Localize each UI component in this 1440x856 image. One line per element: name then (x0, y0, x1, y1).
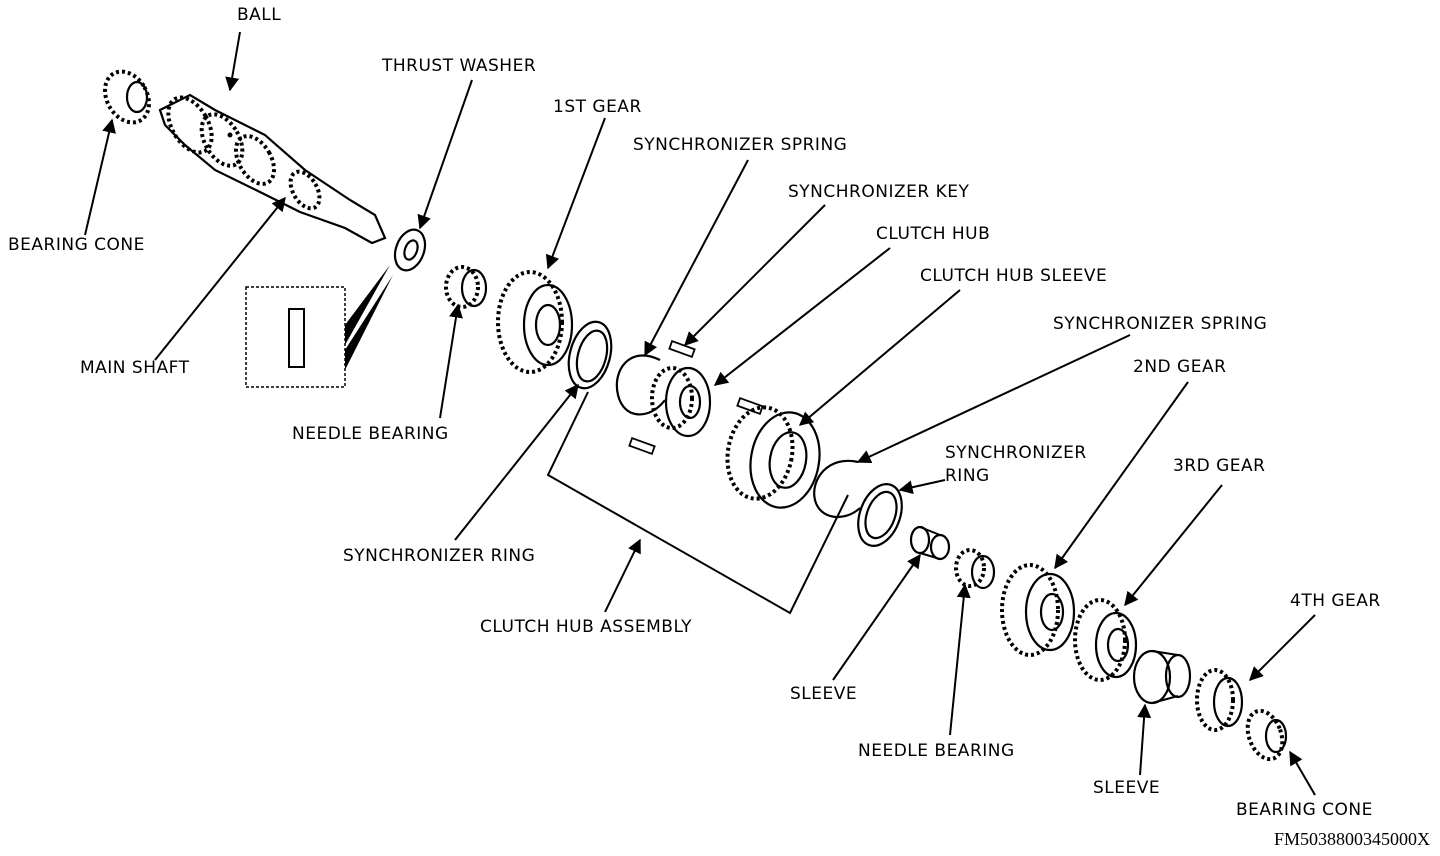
thrust-washer-part (393, 228, 427, 272)
synchronizer-key-part (628, 339, 764, 456)
clutch-hub-sleeve-part (725, 405, 821, 509)
needle-bearing-1-part (444, 265, 488, 309)
sleeve-2-part (1132, 649, 1192, 705)
synchronizer-ring-left-part (567, 320, 613, 390)
label-thrust-washer: THRUST WASHER (382, 56, 537, 76)
needle-bearing-2-part (954, 548, 996, 590)
leader-lines (84, 31, 1316, 796)
figure-id: FM5038800345000X (1273, 829, 1430, 849)
bearing-cone-right-part (1245, 708, 1288, 762)
label-bearing-cone-left: BEARING CONE (8, 235, 145, 255)
label-synchronizer-spring-2: SYNCHRONIZER SPRING (1053, 314, 1268, 334)
key-inset (245, 265, 393, 388)
label-bearing-cone-right: BEARING CONE (1236, 800, 1373, 820)
label-ball: BALL (237, 5, 282, 25)
label-clutch-hub-sleeve: CLUTCH HUB SLEEVE (920, 266, 1108, 286)
synchronizer-spring-1-part (615, 354, 666, 416)
label-synchronizer-spring-1: SYNCHRONIZER SPRING (633, 135, 848, 155)
label-synchronizer-ring-right-line2: RING (945, 466, 990, 486)
synchronizer-ring-right-part (857, 483, 903, 547)
clutch-hub-part (650, 366, 712, 438)
label-needle-bearing-1: NEEDLE BEARING (292, 424, 449, 444)
second-gear-part (1000, 563, 1076, 657)
third-gear-part (1073, 598, 1138, 682)
first-gear-part (496, 270, 574, 374)
label-main-shaft: MAIN SHAFT (80, 358, 190, 378)
label-clutch-hub: CLUTCH HUB (876, 224, 991, 244)
label-first-gear: 1ST GEAR (553, 97, 642, 117)
fourth-gear-part (1195, 668, 1244, 732)
bearing-cone-left-part (103, 69, 151, 125)
label-synchronizer-ring-left: SYNCHRONIZER RING (343, 546, 536, 566)
label-sleeve-2: SLEEVE (1093, 778, 1161, 798)
sleeve-1-part (909, 525, 951, 561)
label-synchronizer-ring-right-line1: SYNCHRONIZER (945, 443, 1087, 463)
label-third-gear: 3RD GEAR (1173, 456, 1266, 476)
label-synchronizer-key: SYNCHRONIZER KEY (788, 182, 970, 202)
label-clutch-hub-assembly: CLUTCH HUB ASSEMBLY (480, 617, 693, 637)
label-fourth-gear: 4TH GEAR (1290, 591, 1381, 611)
main-shaft-part (158, 93, 387, 245)
synchronizer-spring-2-part (813, 459, 861, 519)
label-needle-bearing-2: NEEDLE BEARING (858, 741, 1015, 761)
label-second-gear: 2ND GEAR (1133, 357, 1227, 377)
label-sleeve-1: SLEEVE (790, 684, 858, 704)
